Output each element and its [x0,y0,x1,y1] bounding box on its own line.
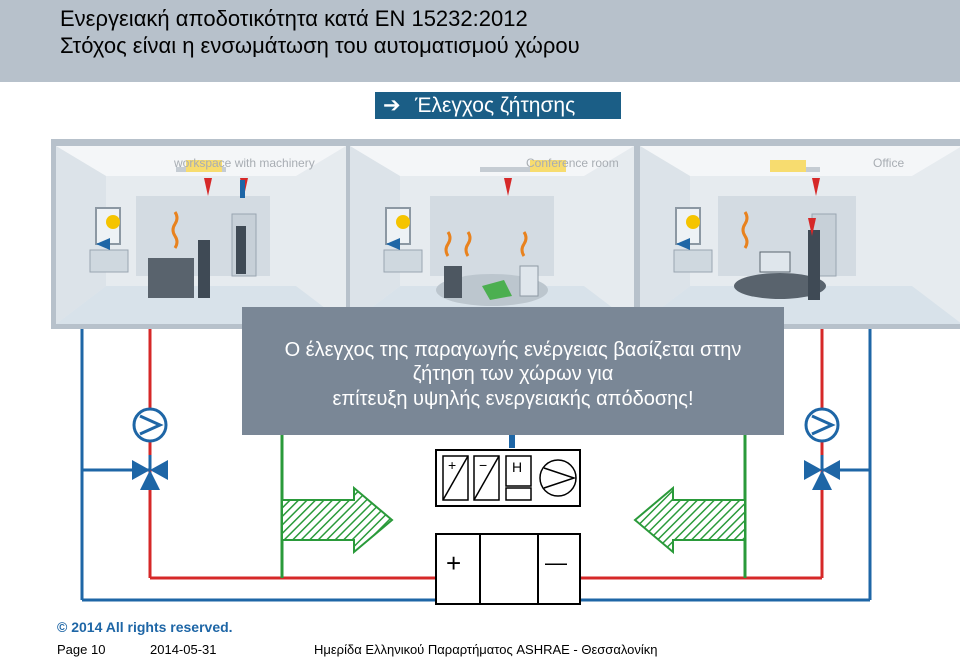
room-label-workspace: workspace with machinery [174,156,315,170]
room-label-conference: Conference room [526,156,619,170]
valve-icon-right [804,455,840,490]
copyright-notice: © 2014 All rights reserved. [57,619,233,635]
pump-icon-left [132,407,168,443]
plant-minus-label: — [545,550,567,575]
demand-control-label: Έλεγχος ζήτησης [415,94,576,117]
light-bulb-icons [106,160,806,229]
air-flow-arrow-left [281,485,394,555]
air-flow-arrow-right [633,485,746,555]
page-number: Page 10 [57,642,106,657]
title-line-2: Στόχος είναι η ενσωμάτωση του αυτοματισμ… [60,33,580,58]
room-office [640,146,960,324]
right-heating-circuit [580,329,872,602]
footer-event: Ημερίδα Ελληνικού Παραρτήματος ASHRAE - … [314,642,658,657]
pump-icon-right [804,407,840,443]
heat-wave-icons [171,211,749,257]
overlay-line-1: Ο έλεγχος της παραγωγής ενέργειας βασίζε… [284,339,742,361]
overlay-line-2: ζήτηση των χώρων για [412,363,614,385]
return-arrows [96,180,690,250]
title-line-1: Ενεργειακή αποδοτικότητα κατά EN 15232:2… [60,6,528,31]
header-band: Ενεργειακή αποδοτικότητα κατά EN 15232:2… [0,0,960,82]
demand-control-box: ➔ Έλεγχος ζήτησης [375,92,621,119]
footer-date: 2014-05-31 [150,642,217,657]
valve-icon-left [132,455,168,490]
overlay-line-3: επίτευξη υψηλής ενεργειακής απόδοσης! [332,388,694,410]
plant-plus-label: + [446,548,461,578]
ahu-minus-label: − [479,457,487,473]
right-arrow-icon: ➔ [383,94,401,117]
room-conference [350,146,634,324]
ahu-heater-label: H [512,459,522,475]
room-workspace [56,146,346,324]
room-label-office: Office [873,156,905,170]
energy-plant: + — [435,533,581,605]
ahu-plus-label: + [448,457,456,473]
left-heating-circuit [80,329,435,602]
air-handling-unit: + − H [435,449,581,507]
message-overlay: Ο έλεγχος της παραγωγής ενέργειας βασίζε… [242,307,784,435]
